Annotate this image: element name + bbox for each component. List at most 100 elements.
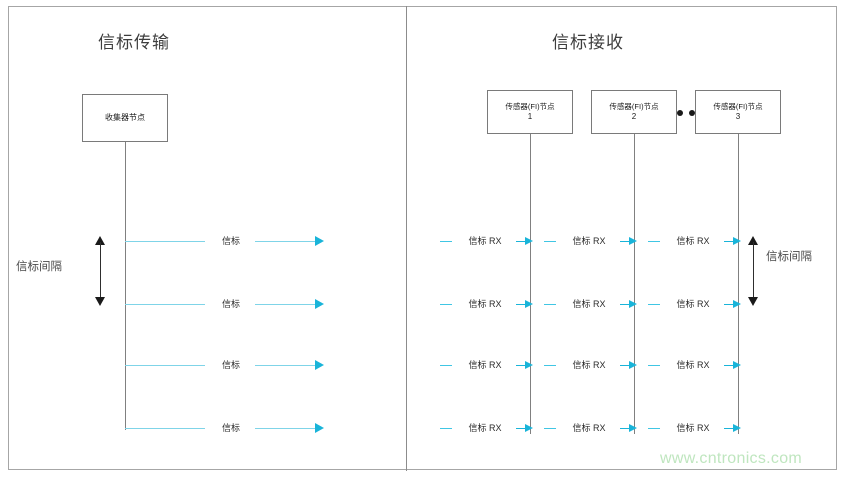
sensor-lifeline-1 [530,134,531,434]
beacon-line-segment [255,241,317,242]
rx-cell: 信标 RX [544,421,644,435]
dot-icon [677,110,683,116]
rx-arrow-line [620,428,630,429]
sensor-node-box-3[interactable]: 传感器(FI)节点 3 [695,90,781,134]
beacon-arrow-icon [315,236,324,246]
beacon-interval-label-right: 信标间隔 [766,249,812,263]
rx-arrow-icon [629,236,637,245]
rx-arrow-icon [733,299,741,308]
rx-dash-icon [648,428,660,429]
collector-node-box[interactable]: 收集器节点 [82,94,168,142]
rx-label: 信标 RX [468,423,502,433]
beacon-interval-arrow-icon-left [95,236,106,306]
arrow-head-down-icon [748,297,758,306]
rx-row: 信标 RX 信标 RX 信标 RX [440,297,741,311]
rx-arrow-icon [525,423,533,432]
beacon-label: 信标 [221,360,240,370]
ellipsis-dots-icon [677,109,695,117]
sensor-node-number: 2 [631,111,637,121]
rx-label: 信标 RX [468,236,502,246]
rx-arrow-icon [733,360,741,369]
panel-divider [406,6,407,471]
rx-cell: 信标 RX [440,421,540,435]
arrow-shaft [753,242,754,300]
arrow-head-down-icon [95,297,105,306]
rx-cell: 信标 RX [648,358,748,372]
rx-arrow-icon [733,423,741,432]
rx-label: 信标 RX [468,299,502,309]
rx-arrow-line [620,304,630,305]
beacon-line-segment [125,304,205,305]
rx-arrow-icon [629,299,637,308]
rx-arrow-line [724,365,734,366]
rx-dash-icon [544,428,556,429]
rx-cell: 信标 RX [544,234,644,248]
rx-arrow-line [620,365,630,366]
dot-icon [689,110,695,116]
rx-label: 信标 RX [468,360,502,370]
rx-dash-icon [440,241,452,242]
rx-dash-icon [648,304,660,305]
rx-cell: 信标 RX [544,358,644,372]
beacon-label: 信标 [221,299,240,309]
rx-label: 信标 RX [572,360,606,370]
sensor-node-box-1[interactable]: 传感器(FI)节点 1 [487,90,573,134]
rx-row: 信标 RX 信标 RX 信标 RX [440,234,741,248]
rx-arrow-icon [525,360,533,369]
rx-arrow-line [516,365,526,366]
rx-arrow-line [516,428,526,429]
beacon-row: 信标 [125,234,333,248]
sensor-lifeline-3 [738,134,739,434]
rx-label: 信标 RX [676,423,710,433]
rx-arrow-line [516,304,526,305]
watermark: www.cntronics.com [660,450,803,467]
beacon-label: 信标 [221,423,240,433]
beacon-line-segment [125,241,205,242]
beacon-line-segment [125,428,205,429]
rx-cell: 信标 RX [648,234,748,248]
right-panel-title: 信标接收 [552,33,624,53]
rx-dash-icon [648,365,660,366]
rx-dash-icon [544,241,556,242]
arrow-head-up-icon [95,236,105,245]
beacon-line-segment [125,365,205,366]
sensor-node-label: 传感器(FI)节点 [713,102,763,112]
rx-arrow-line [724,304,734,305]
collector-lifeline [125,142,126,430]
figure-border [8,6,837,470]
rx-cell: 信标 RX [440,297,540,311]
rx-arrow-line [724,428,734,429]
rx-label: 信标 RX [572,236,606,246]
rx-cell: 信标 RX [648,421,748,435]
rx-arrow-line [620,241,630,242]
rx-label: 信标 RX [572,423,606,433]
beacon-line-segment [255,428,317,429]
beacon-row: 信标 [125,297,333,311]
beacon-row: 信标 [125,358,333,372]
sensor-node-label: 传感器(FI)节点 [505,102,555,112]
rx-cell: 信标 RX [440,234,540,248]
rx-label: 信标 RX [572,299,606,309]
beacon-arrow-icon [315,299,324,309]
left-panel-title: 信标传输 [98,33,170,53]
collector-node-label: 收集器节点 [105,113,145,122]
beacon-arrow-icon [315,423,324,433]
beacon-interval-arrow-icon-right [748,236,759,306]
sensor-node-number: 1 [527,111,533,121]
rx-arrow-icon [629,360,637,369]
beacon-arrow-icon [315,360,324,370]
rx-arrow-icon [525,299,533,308]
sensor-lifeline-2 [634,134,635,434]
rx-dash-icon [648,241,660,242]
rx-row: 信标 RX 信标 RX 信标 RX [440,421,741,435]
rx-label: 信标 RX [676,299,710,309]
rx-cell: 信标 RX [544,297,644,311]
beacon-label: 信标 [221,236,240,246]
rx-arrow-icon [629,423,637,432]
arrow-head-up-icon [748,236,758,245]
rx-label: 信标 RX [676,236,710,246]
sensor-node-box-2[interactable]: 传感器(FI)节点 2 [591,90,677,134]
beacon-line-segment [255,304,317,305]
beacon-line-segment [255,365,317,366]
rx-dash-icon [544,304,556,305]
